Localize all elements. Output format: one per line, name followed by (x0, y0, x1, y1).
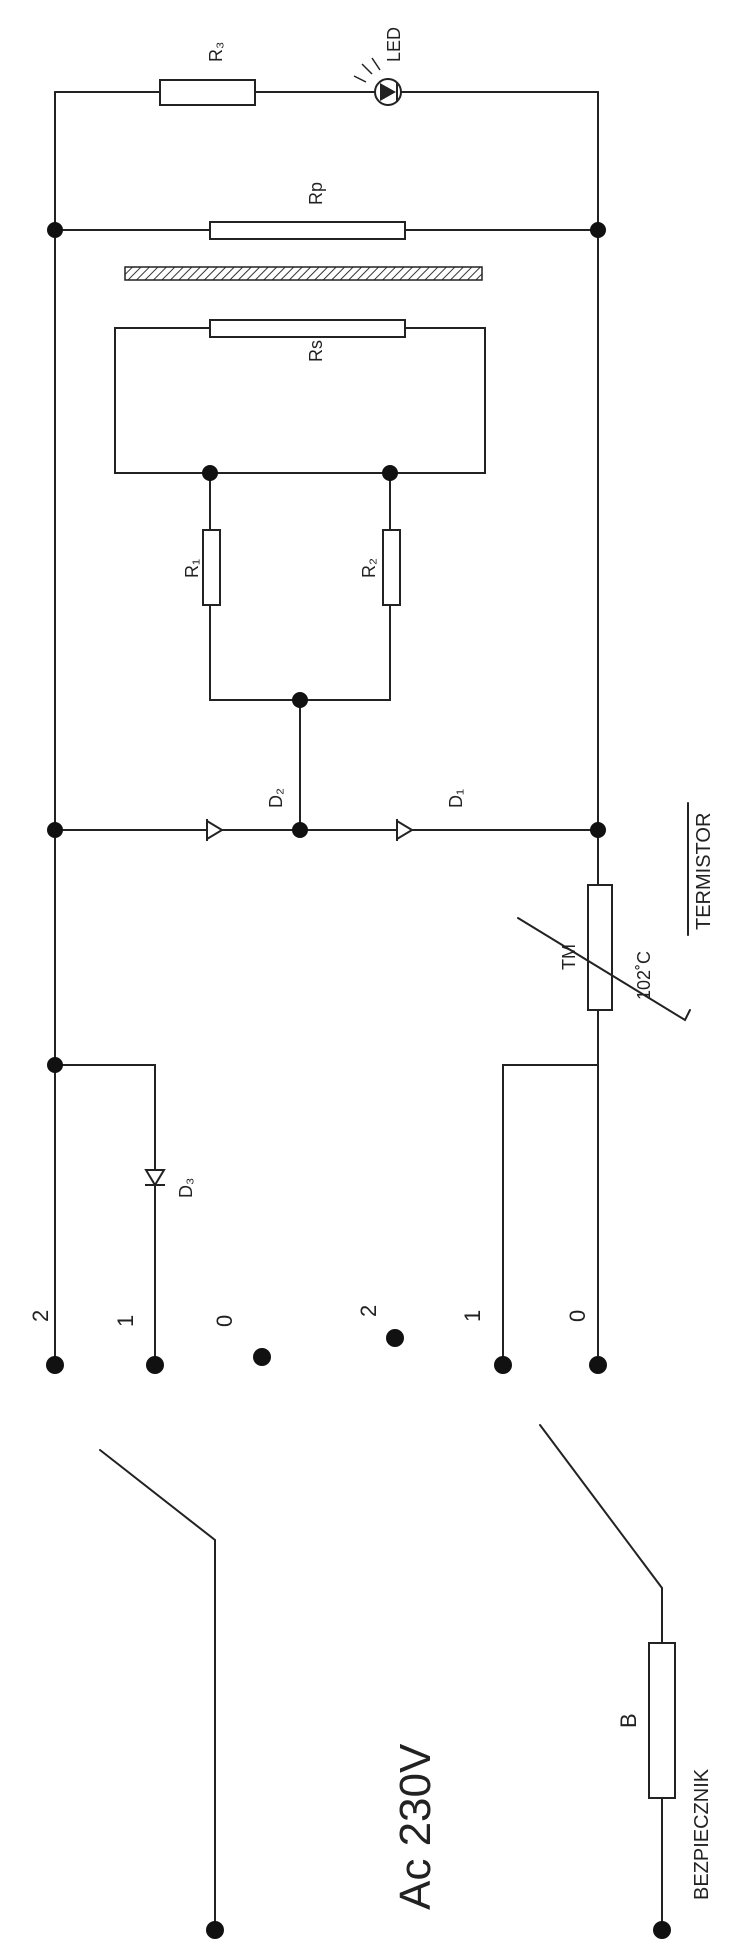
label-sw-left-2: 2 (28, 1310, 53, 1322)
heating-plate (124, 266, 483, 281)
terminal-right (653, 1921, 671, 1939)
thermistor-diagonal (517, 917, 691, 1022)
label-sw-right-1: 1 (460, 1310, 485, 1322)
junction-dot (590, 222, 606, 238)
resistor-r3 (159, 79, 256, 106)
switch-lever-left (99, 1449, 216, 1931)
label-led: LED (384, 27, 404, 62)
label-r3: R₃ (206, 42, 226, 62)
label-rp: Rp (306, 182, 326, 205)
junction-dot (382, 465, 398, 481)
junction-dot (47, 222, 63, 238)
label-termistor: TERMISTOR (693, 813, 715, 930)
junction-dot (292, 692, 308, 708)
wire-r1-r2-bottom (209, 604, 391, 701)
diode-d3-icon (144, 1169, 166, 1187)
label-tm: TM (559, 944, 579, 970)
resistor-r2 (382, 529, 401, 606)
label-d3: D₃ (176, 1178, 196, 1198)
label-sw-right-0: 0 (565, 1310, 590, 1322)
label-sw-left-0: 0 (212, 1315, 237, 1327)
switch-contact-left-0 (253, 1348, 271, 1366)
switch-contact-right-1 (494, 1356, 512, 1374)
resistor-rs (209, 319, 406, 338)
label-sw-right-2: 2 (356, 1305, 381, 1317)
thermistor-tm (587, 884, 613, 1011)
terminal-left (206, 1921, 224, 1939)
switch-lever-right (539, 1424, 663, 1644)
label-fuse: B (616, 1713, 641, 1728)
wire-d3-branch (54, 1064, 156, 1366)
junction-dot (590, 822, 606, 838)
switch-contact-left-1 (146, 1356, 164, 1374)
label-sw-left-1: 1 (113, 1315, 138, 1327)
label-d2: D₂ (266, 788, 286, 808)
label-r2: R₂ (359, 558, 379, 578)
label-temp: 102˚C (634, 951, 654, 1000)
junction-dot (47, 822, 63, 838)
junction-dot (292, 822, 308, 838)
label-rs: Rs (306, 340, 326, 362)
led-icon (353, 57, 402, 106)
junction-dot (202, 465, 218, 481)
junction-dot (47, 1057, 63, 1073)
label-fuse-name: BEZPIECZNIK (691, 1768, 713, 1900)
label-d1: D₁ (446, 789, 466, 808)
resistor-r1 (202, 529, 221, 606)
switch-contact-left-2 (46, 1356, 64, 1374)
fuse-b (648, 1642, 676, 1799)
switch-contact-right-2 (386, 1329, 404, 1347)
wire-contact-1-right (502, 1064, 599, 1366)
diode-d2-icon (206, 819, 224, 841)
label-supply: Ac 230V (391, 1743, 440, 1910)
resistor-rp (209, 221, 406, 240)
label-r1: R₁ (182, 559, 202, 578)
rs-loop-wire (114, 327, 486, 474)
diode-d1-icon (396, 819, 414, 841)
switch-contact-right-0 (589, 1356, 607, 1374)
